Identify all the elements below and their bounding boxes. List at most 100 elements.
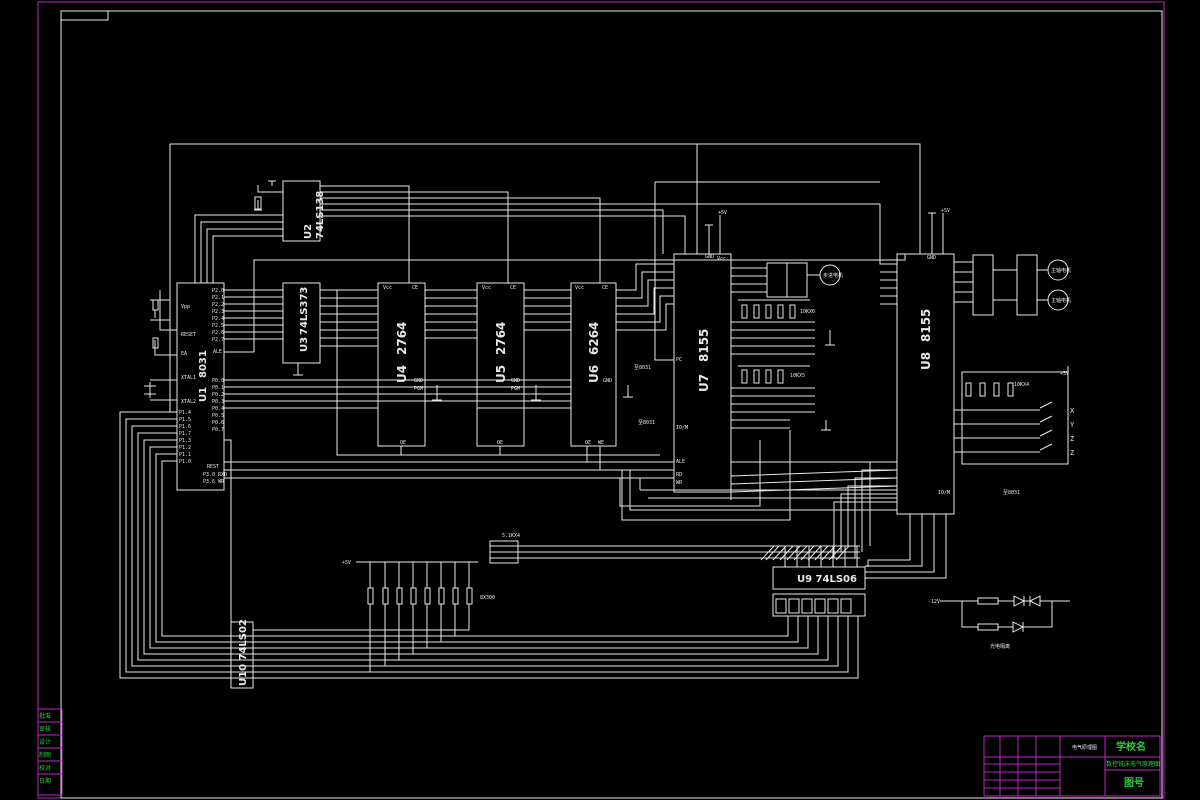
svg-text:GND: GND — [927, 255, 936, 261]
u1-p2-pin-5: P2.5 — [212, 323, 224, 329]
axis-label-3: Z — [1070, 435, 1074, 443]
svg-text:Vcc: Vcc — [575, 285, 584, 291]
u1-p0-pin-3: P0.3 — [212, 399, 224, 405]
title-block: 电气原理图 学校名 数控铣床电气原理图 图号 — [983, 735, 1161, 797]
left-title-block: 批准 审核 设计 制图 校对 日期 — [37, 708, 63, 796]
u2-part: 74LS138 — [315, 191, 326, 239]
svg-text:CE: CE — [510, 285, 516, 291]
svg-text:-12V: -12V — [928, 599, 940, 605]
svg-text:GND: GND — [603, 378, 612, 384]
svg-text:5.1KX4: 5.1KX4 — [502, 533, 520, 539]
u2-decoder-74ls138: U2 74LS138 — [254, 180, 326, 242]
u8-io-8155: U8 8155 GND IO/M 至8031 +5V — [896, 208, 1020, 515]
u5-eprom-2764: Vcc CE GND PGM OE U5 2764 — [476, 282, 541, 447]
u1-p2-pin-0: P2.0 — [212, 288, 224, 294]
u1-p1-pin-5: P1.2 — [179, 445, 191, 451]
u9-label: U9 74LS06 — [797, 574, 857, 585]
svg-text:审核: 审核 — [39, 725, 51, 733]
optocoupler-legend: -12V 光电隔离 — [928, 595, 1070, 650]
u7-pc-label: 至8031 — [634, 365, 651, 371]
svg-text:设计: 设计 — [39, 738, 51, 746]
drawing-frame — [37, 1, 1165, 799]
u7-ref: U7 — [697, 374, 711, 392]
svg-text:+5V: +5V — [718, 210, 727, 216]
u1-p1-pin-1: P1.5 — [179, 417, 191, 423]
u2-ref: U2 — [303, 224, 314, 239]
motor3-label: 主轴电机 — [1051, 297, 1071, 304]
u3-part: 74LS373 — [299, 287, 310, 335]
svg-text:Vpp: Vpp — [181, 304, 190, 310]
u10-nor-74ls02: U10 74LS02 — [230, 619, 254, 689]
u6-part: 6264 — [587, 322, 601, 355]
u1-p1-pin-7: P1.0 — [179, 459, 191, 465]
u1-p2-pin-3: P2.3 — [212, 309, 224, 315]
u8-part: 8155 — [919, 309, 933, 342]
wiring — [119, 143, 947, 679]
svg-text:10KX4: 10KX4 — [1014, 382, 1029, 388]
u5-part: 2764 — [494, 322, 508, 355]
svg-text:P3.0 RXD: P3.0 RXD — [203, 472, 227, 478]
u1-p1-pin-0: P1.4 — [179, 410, 191, 416]
svg-text:ALE: ALE — [213, 349, 222, 355]
u10-label: U10 74LS02 — [238, 619, 249, 686]
svg-text:OE: OE — [400, 440, 406, 446]
u6-sram-6264: Vcc CE GND OE WE U6 6264 — [570, 282, 633, 447]
u8-motor-drivers: 主轴电机 主轴电机 — [954, 254, 1071, 316]
u5-ref: U5 — [494, 365, 508, 383]
svg-text:批准: 批准 — [39, 712, 51, 720]
u6-ref: U6 — [587, 365, 601, 383]
svg-text:IO/M: IO/M — [676, 425, 688, 431]
svg-text:XTAL2: XTAL2 — [181, 399, 196, 405]
svg-text:OE: OE — [497, 440, 503, 446]
svg-text:Vcc: Vcc — [717, 256, 726, 262]
u4-eprom-2764: Vcc CE GND PGM OE U4 2764 — [377, 282, 442, 447]
school-name: 学校名 — [1116, 740, 1146, 753]
u3-ref: U3 — [299, 337, 310, 352]
svg-text:CE: CE — [412, 285, 418, 291]
u1-p1-pin-6: P1.1 — [179, 452, 191, 458]
u1-p0-pin-7: P0.7 — [212, 427, 224, 433]
svg-text:+5V: +5V — [342, 560, 351, 566]
svg-text:RD: RD — [676, 472, 682, 478]
u4-part: 2764 — [395, 322, 409, 355]
u7-part: 8155 — [697, 329, 711, 362]
svg-text:日期: 日期 — [39, 777, 51, 785]
axis-label-2: Y — [1070, 421, 1075, 429]
axis-label-1: X — [1070, 407, 1075, 415]
resistor-net-5k1: 5.1KX4 — [489, 533, 860, 564]
u1-p1-pin-4: P1.3 — [179, 438, 191, 444]
svg-text:+5V: +5V — [1060, 371, 1069, 377]
u1-p1-pin-2: P1.6 — [179, 424, 191, 430]
u1-p2-pin-2: P2.2 — [212, 302, 224, 308]
svg-text:OE: OE — [585, 440, 591, 446]
u1-p0-pin-4: P0.4 — [212, 406, 224, 412]
u7-iom-label: 至8031 — [638, 420, 655, 426]
svg-text:PGM: PGM — [414, 386, 423, 392]
u7-io-8155: U7 8155 PC IO/M ALE RD WR Vcc GND 至8031 … — [634, 210, 732, 493]
u4-ref: U4 — [395, 365, 409, 383]
svg-text:制图: 制图 — [39, 751, 51, 759]
svg-text:WR: WR — [676, 480, 683, 486]
u1-p2-pin-7: P2.7 — [212, 337, 224, 343]
u7-motor-driver: 步进电机 — [731, 262, 843, 298]
svg-text:CE: CE — [602, 285, 608, 291]
svg-text:PC: PC — [676, 357, 682, 363]
svg-text:ALE: ALE — [676, 459, 685, 465]
svg-text:光电隔离: 光电隔离 — [990, 643, 1010, 650]
svg-text:XTAL1: XTAL1 — [181, 375, 196, 381]
svg-text:GND: GND — [511, 378, 520, 384]
svg-text:+5V: +5V — [941, 208, 950, 214]
svg-text:校对: 校对 — [39, 764, 51, 772]
u1-p1-pin-3: P1.7 — [179, 431, 191, 437]
svg-text:Vcc: Vcc — [482, 285, 491, 291]
u1-ref: U1 — [198, 387, 209, 402]
svg-text:PGM: PGM — [511, 386, 520, 392]
u1-p0-pin-2: P0.2 — [212, 392, 224, 398]
u9-display-driver: U9 74LS06 — [772, 566, 866, 617]
resistor-row-8x300: +5V 8X300 — [342, 560, 495, 672]
svg-text:8X300: 8X300 — [480, 595, 495, 601]
svg-text:Vcc: Vcc — [383, 285, 392, 291]
u3-latch-74ls373: U3 74LS373 — [282, 282, 321, 376]
axis-label-4: Z — [1070, 449, 1074, 457]
